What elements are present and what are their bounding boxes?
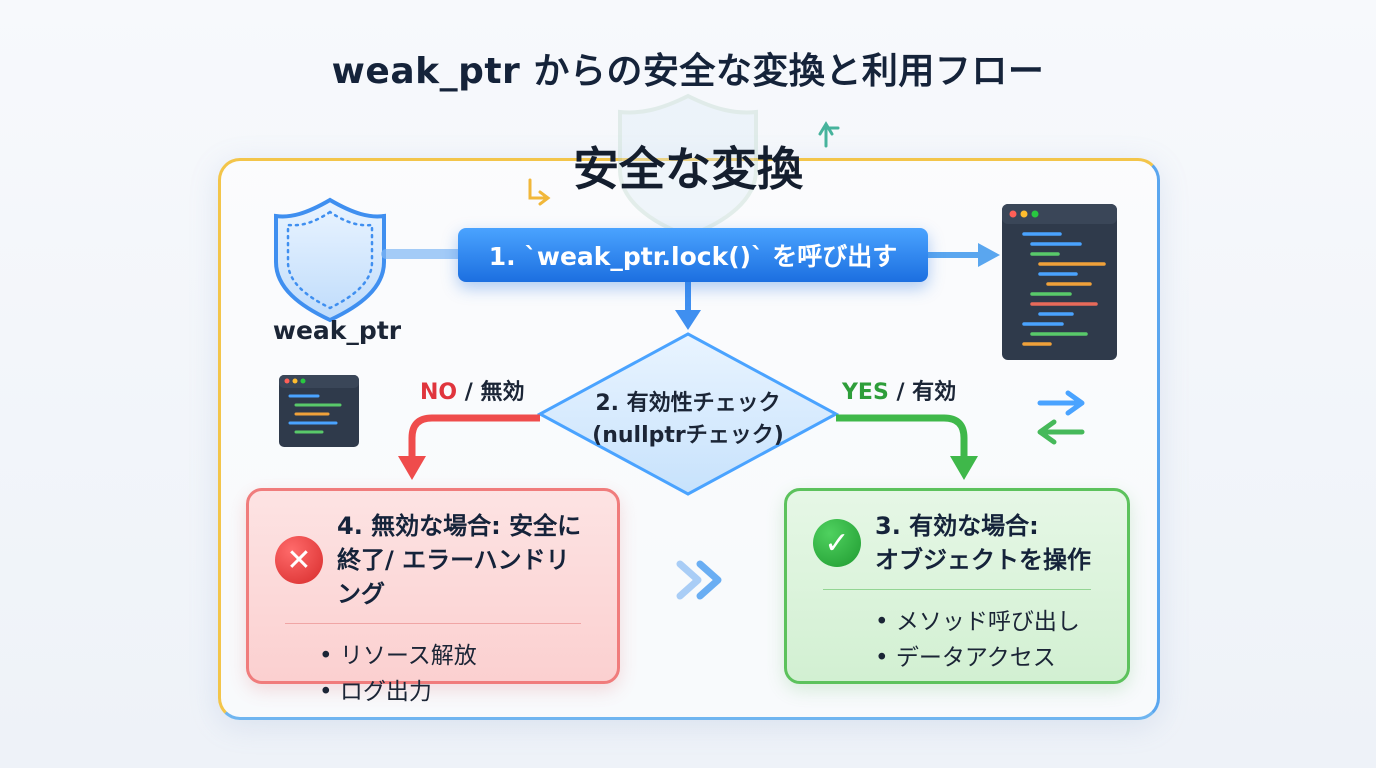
validity-check-line2: (nullptrチェック) [592, 423, 784, 448]
yes-branch-suffix: / 有効 [888, 380, 957, 405]
shield-icon [274, 197, 386, 323]
valid-case-title-line2: オブジェクトを操作 [875, 546, 1091, 574]
invalid-case-title-line1: 4. 無効な場合: 安全に [337, 512, 582, 540]
no-word: NO [420, 380, 458, 405]
list-item: データアクセス [875, 640, 1101, 676]
yes-branch-arrow [836, 414, 978, 480]
valid-case-title-line1: 3. 有効な場合: [875, 512, 1039, 540]
invalid-case-list: リソース解放 ログ出力 [275, 638, 591, 710]
curved-arrow-icon [528, 178, 551, 206]
no-branch-suffix: / 無効 [457, 380, 525, 405]
list-item: リソース解放 [319, 638, 591, 674]
no-branch-label: NO / 無効 [420, 374, 524, 406]
no-branch-arrow [398, 414, 540, 480]
validity-check-label: 2. 有効性チェック (nullptrチェック) [560, 388, 816, 452]
double-chevron-icon [676, 560, 722, 600]
invalid-case-card: ✕ 4. 無効な場合: 安全に 終了/ エラーハンドリング リソース解放 ログ出… [246, 488, 620, 705]
valid-case-title: 3. 有効な場合: オブジェクトを操作 [875, 509, 1091, 577]
card-divider [285, 623, 581, 624]
yes-branch-label: YES / 有効 [842, 374, 956, 406]
refresh-arrow-icon [818, 121, 840, 148]
invalid-case-title: 4. 無効な場合: 安全に 終了/ エラーハンドリング [337, 509, 591, 611]
card-divider [823, 589, 1091, 590]
page-title: weak_ptr からの安全な変換と利用フロー [331, 51, 1045, 92]
step-to-check-arrow [675, 282, 701, 330]
section-title: 安全な変換 [573, 142, 803, 196]
list-item: ログ出力 [319, 674, 591, 710]
x-circle-icon: ✕ [275, 536, 323, 584]
validity-check-line1: 2. 有効性チェック [595, 391, 781, 416]
small-code-window-icon [279, 375, 359, 447]
list-item: メソッド呼び出し [875, 604, 1101, 640]
shield-label: weak_ptr [272, 316, 402, 345]
valid-case-card: ✓ 3. 有効な場合: オブジェクトを操作 メソッド呼び出し データアクセス [784, 488, 1130, 684]
valid-case-list: メソッド呼び出し データアクセス [813, 604, 1101, 676]
code-window-icon [1002, 204, 1117, 360]
step-to-code-arrow [928, 243, 1000, 267]
sync-arrows-icon [1037, 390, 1085, 445]
check-circle-icon: ✓ [813, 519, 861, 567]
step-lock-call: 1. `weak_ptr.lock()` を呼び出す [458, 228, 928, 282]
yes-word: YES [842, 380, 889, 405]
invalid-case-title-line2: 終了/ エラーハンドリング [337, 546, 570, 608]
validity-check-diamond [536, 332, 840, 496]
